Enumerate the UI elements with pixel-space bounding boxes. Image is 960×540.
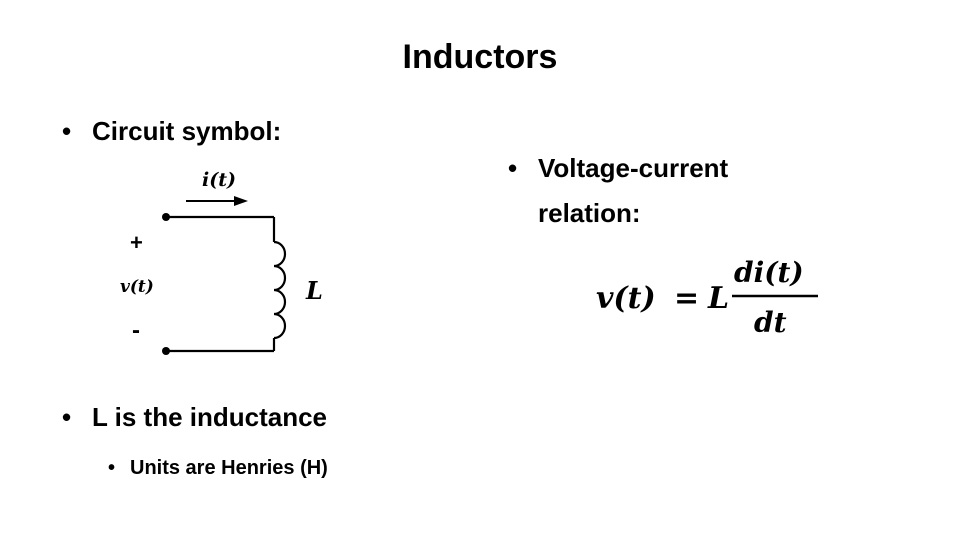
bottom-terminal: [162, 347, 170, 355]
bullet-dot: •: [62, 116, 72, 146]
voltage-current-formula: v(t) = L di(t) dt: [596, 256, 818, 339]
bullet-dot: •: [508, 153, 518, 183]
bullet-text: L is the inductance: [92, 402, 328, 432]
current-label: i(t): [202, 169, 236, 191]
plus-sign: +: [130, 230, 143, 255]
bullet-dot: •: [108, 457, 116, 479]
bullet-text: Voltage-current relation:: [538, 153, 729, 228]
formula-denominator: dt: [754, 306, 787, 339]
slide-title: Inductors: [402, 38, 558, 76]
formula-equals: =: [674, 281, 699, 316]
bullet-dot: •: [62, 402, 72, 432]
inductor-circuit-diagram: i(t) + v(t) - L: [120, 169, 323, 355]
inductor-coil: [273, 240, 287, 340]
formula-lhs: v(t): [596, 281, 656, 316]
voltage-label: v(t): [120, 277, 154, 297]
bullet-text: Circuit symbol:: [92, 116, 282, 146]
minus-sign: -: [132, 317, 140, 344]
bullet-text: Units are Henries (H): [130, 457, 328, 479]
formula-coefficient: L: [707, 281, 729, 316]
formula-numerator: di(t): [734, 256, 804, 289]
current-arrow-head: [234, 196, 248, 206]
inductor-label: L: [305, 276, 323, 305]
